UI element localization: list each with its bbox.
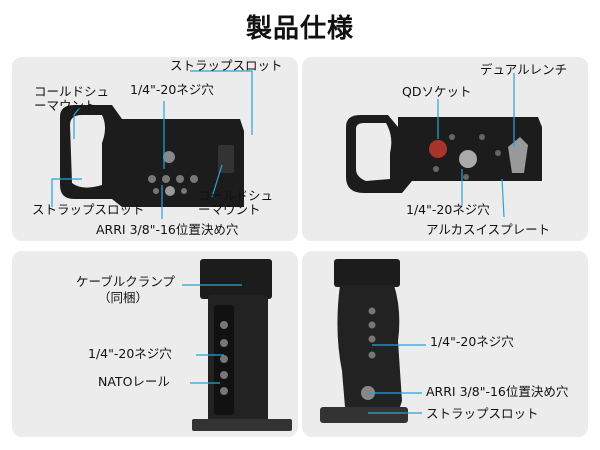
label-strap-slot: ストラップスロット xyxy=(426,406,539,421)
page-title: 製品仕様 xyxy=(245,14,354,44)
label-dual-wrench: デュアルレンチ xyxy=(480,62,568,77)
cage-side-clamp-illustration xyxy=(182,259,292,431)
label-cold-shoe-right-2: ーマウント xyxy=(198,202,261,217)
label-screw-hole: 1/4"-20ネジ穴 xyxy=(88,346,172,361)
label-strap-slot-bottom: ストラップスロット xyxy=(32,202,145,217)
panel-bottom-view: QDソケット デュアルレンチ 1/4"-20ネジ穴 アルカスイスプレート xyxy=(302,57,588,241)
label-arri: ARRI 3/8"-16位置決め穴 xyxy=(96,222,239,237)
label-arri: ARRI 3/8"-16位置決め穴 xyxy=(426,384,569,399)
label-cable-clamp-2: （同梱） xyxy=(98,290,149,305)
label-cold-shoe-left-1: コールドシュ xyxy=(34,84,110,99)
cage-side-grip-illustration xyxy=(320,259,426,423)
label-qd-socket: QDソケット xyxy=(402,84,472,99)
label-screw-hole: 1/4"-20ネジ穴 xyxy=(406,202,490,217)
panel-back-view: ストラップスロット コールドシュ ーマウント 1/4"-20ネジ穴 ストラップス… xyxy=(12,57,298,241)
label-screw-hole: 1/4"-20ネジ穴 xyxy=(130,82,214,97)
cage-back-illustration xyxy=(51,70,253,219)
panel-side-view-clamp: ケーブルクランプ （同梱） 1/4"-20ネジ穴 NATOレール xyxy=(12,251,298,437)
label-cable-clamp-1: ケーブルクランプ xyxy=(76,274,175,289)
label-arca-plate: アルカスイスプレート xyxy=(426,222,551,237)
cage-bottom-illustration xyxy=(346,73,542,218)
label-nato-rail: NATOレール xyxy=(98,374,170,389)
label-cold-shoe-right-1: コールドシュ xyxy=(198,188,274,203)
label-strap-slot-top: ストラップスロット xyxy=(170,58,283,73)
label-screw-hole: 1/4"-20ネジ穴 xyxy=(430,334,514,349)
panel-side-view-grip: 1/4"-20ネジ穴 ARRI 3/8"-16位置決め穴 ストラップスロット xyxy=(302,251,588,437)
label-cold-shoe-left-2: ーマウント xyxy=(34,98,97,113)
